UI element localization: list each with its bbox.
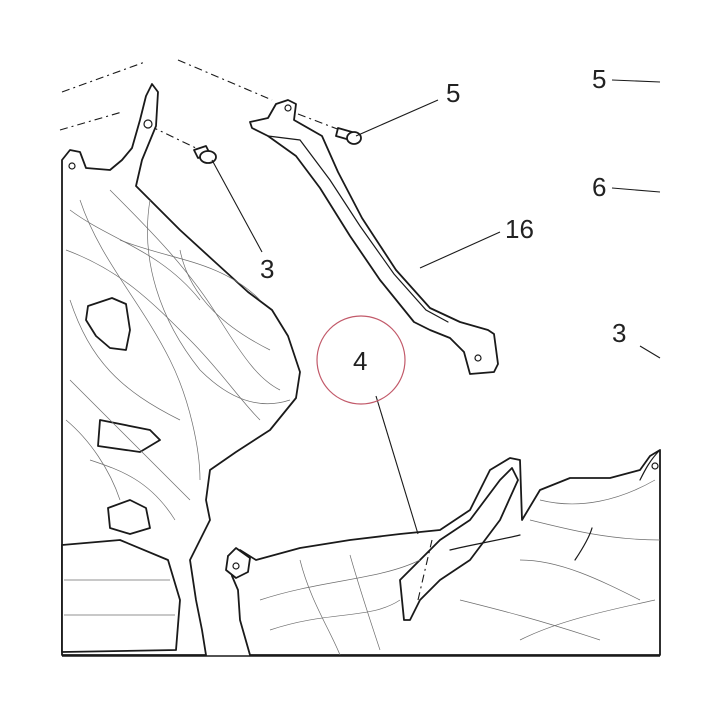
callout-5-top: 5 [446, 78, 460, 108]
callout-16: 16 [505, 214, 534, 244]
right-fairing-panel [225, 449, 661, 656]
screw-part-3 [193, 145, 217, 164]
callout-3-right: 3 [612, 318, 626, 348]
left-fairing-panel [61, 83, 301, 656]
callout-4: 4 [353, 346, 367, 376]
alignment-lines [59, 59, 341, 151]
bracket-part-16 [249, 99, 499, 375]
right-alignment-line [417, 539, 433, 601]
callout-3-left: 3 [260, 254, 274, 284]
highlight-circle [316, 315, 406, 405]
callout-6-right: 6 [592, 172, 606, 202]
callout-5-right: 5 [592, 64, 606, 94]
leader-lines [211, 79, 661, 535]
